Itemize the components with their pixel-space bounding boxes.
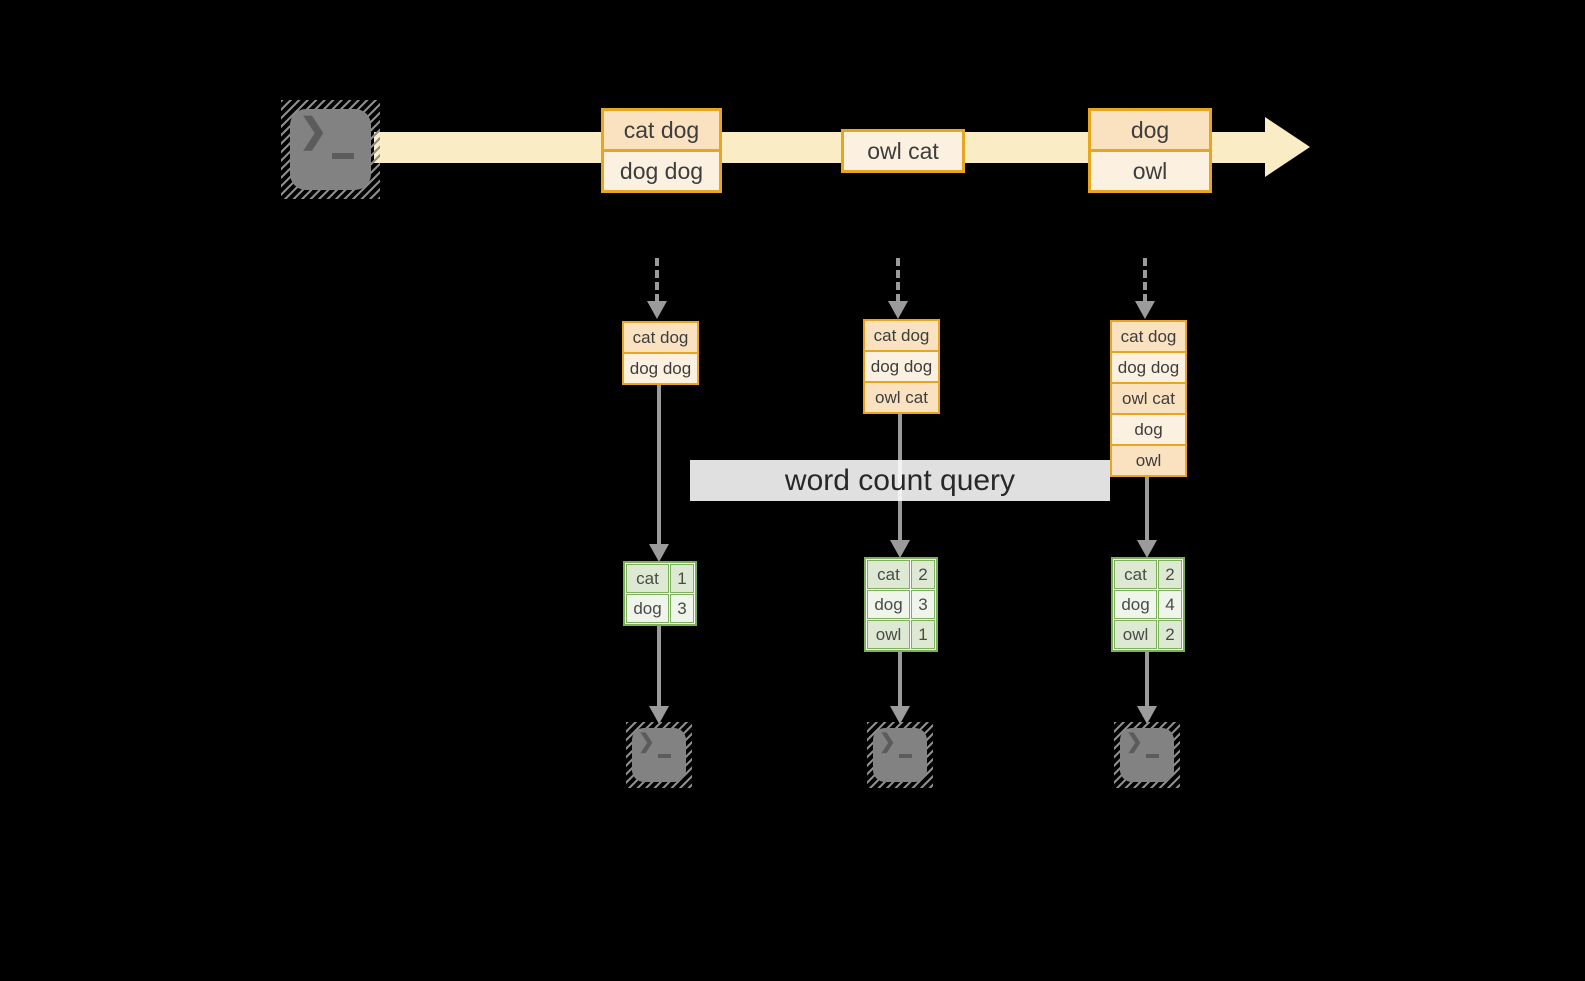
state-row: cat dog — [1112, 322, 1185, 351]
terminal-underscore-icon — [332, 153, 354, 159]
stream-to-state-arrow — [1143, 258, 1147, 302]
terminal-chevron-icon: ❯ — [638, 731, 655, 753]
count-cell: 2 — [1158, 620, 1182, 649]
stream-arrow-head — [1265, 117, 1310, 177]
stream-to-state-arrow-head — [1135, 301, 1155, 319]
sink-terminal-icon: ❯ — [626, 722, 692, 788]
message-row: owl — [1091, 149, 1209, 190]
count-cell: 2 — [911, 560, 935, 589]
terminal-underscore-icon — [1146, 754, 1159, 758]
word-cell: cat — [626, 564, 669, 593]
state-row: cat dog — [865, 321, 938, 350]
stream-to-state-arrow — [896, 258, 900, 302]
stream-to-state-arrow — [655, 258, 659, 302]
state-row: cat dog — [624, 323, 697, 352]
count-cell: 1 — [911, 620, 935, 649]
sink-terminal-icon: ❯ — [1114, 722, 1180, 788]
terminal-underscore-icon — [899, 754, 912, 758]
counts-to-sink-arrow-head — [1137, 706, 1157, 724]
word-cell: owl — [1114, 620, 1157, 649]
word-cell: cat — [1114, 560, 1157, 589]
terminal-body: ❯ — [632, 728, 686, 782]
state-row: dog dog — [865, 350, 938, 381]
counts-to-sink-arrow — [898, 652, 902, 708]
state-to-counts-arrow-head — [890, 540, 910, 558]
state-row: owl cat — [865, 381, 938, 412]
source-terminal-icon: ❯ — [281, 100, 380, 199]
message-box: cat dog dog dog — [601, 108, 722, 193]
word-cell: dog — [626, 594, 669, 623]
count-cell: 3 — [911, 590, 935, 619]
state-to-counts-arrow — [1145, 475, 1149, 541]
word-cell: dog — [867, 590, 910, 619]
state-box: cat dog dog dog owl cat dog owl — [1110, 320, 1187, 477]
word-cell: owl — [867, 620, 910, 649]
counts-to-sink-arrow — [1145, 652, 1149, 708]
terminal-body: ❯ — [290, 109, 371, 190]
word-count-table: cat 2 dog 3 owl 1 — [864, 557, 938, 652]
state-row: owl — [1112, 444, 1185, 475]
state-row: dog — [1112, 413, 1185, 444]
terminal-body: ❯ — [873, 728, 927, 782]
word-count-table: cat 1 dog 3 — [623, 561, 697, 626]
counts-to-sink-arrow-head — [890, 706, 910, 724]
count-cell: 1 — [670, 564, 694, 593]
stream-to-state-arrow-head — [647, 301, 667, 319]
counts-to-sink-arrow — [657, 625, 661, 708]
state-row: owl cat — [1112, 382, 1185, 413]
terminal-underscore-icon — [658, 754, 671, 758]
word-cell: dog — [1114, 590, 1157, 619]
count-cell: 2 — [1158, 560, 1182, 589]
state-row: dog dog — [1112, 351, 1185, 382]
state-to-counts-arrow-head — [649, 544, 669, 562]
sink-terminal-icon: ❯ — [867, 722, 933, 788]
message-row: dog dog — [604, 149, 719, 190]
terminal-chevron-icon: ❯ — [299, 112, 328, 150]
terminal-body: ❯ — [1120, 728, 1174, 782]
stream-to-state-arrow-head — [888, 301, 908, 319]
message-box: owl cat — [841, 129, 965, 173]
state-to-counts-arrow — [657, 383, 661, 545]
state-box: cat dog dog dog owl cat — [863, 319, 940, 414]
message-row: dog — [1091, 111, 1209, 149]
counts-to-sink-arrow-head — [649, 706, 669, 724]
terminal-chevron-icon: ❯ — [879, 731, 896, 753]
state-to-counts-arrow-head — [1137, 540, 1157, 558]
count-cell: 4 — [1158, 590, 1182, 619]
message-row: cat dog — [604, 111, 719, 149]
terminal-chevron-icon: ❯ — [1126, 731, 1143, 753]
query-label-banner: word count query — [690, 460, 1110, 501]
message-box: dog owl — [1088, 108, 1212, 193]
count-cell: 3 — [670, 594, 694, 623]
message-row: owl cat — [844, 132, 962, 170]
word-count-table: cat 2 dog 4 owl 2 — [1111, 557, 1185, 652]
state-row: dog dog — [624, 352, 697, 383]
word-cell: cat — [867, 560, 910, 589]
state-box: cat dog dog dog — [622, 321, 699, 385]
